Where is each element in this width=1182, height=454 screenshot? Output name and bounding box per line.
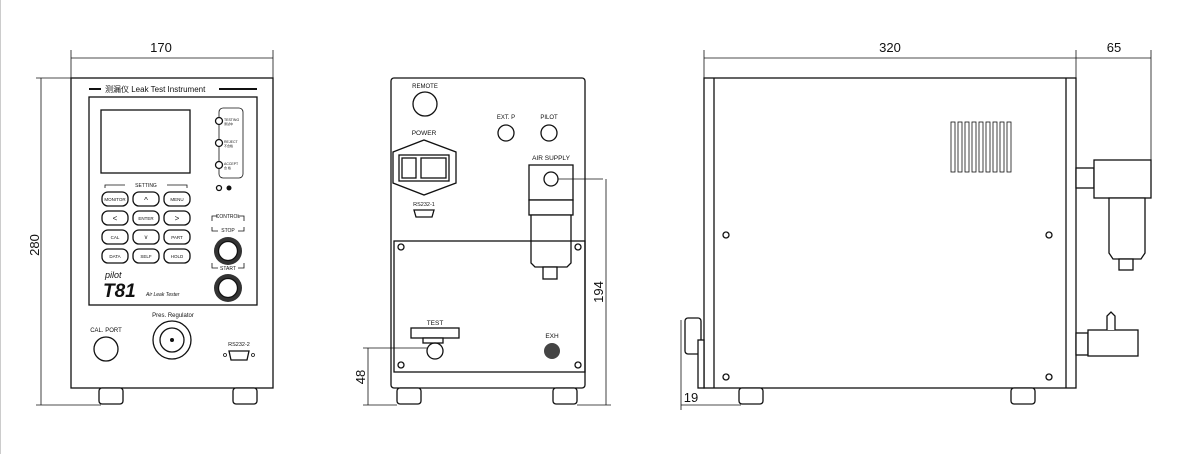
test-label: TEST xyxy=(427,320,444,327)
svg-text:ACCEPT: ACCEPT xyxy=(224,162,239,166)
side-regulator-knob xyxy=(684,317,702,355)
svg-text:MENU: MENU xyxy=(170,197,183,202)
rs232-2-label: RS232-2 xyxy=(228,342,250,348)
dim-front-height: 280 xyxy=(27,234,42,256)
side-housing xyxy=(703,77,1077,389)
svg-text:HOLD: HOLD xyxy=(171,254,184,259)
key-right[interactable]: > xyxy=(163,210,191,226)
dim-side-depth: 320 xyxy=(879,40,901,55)
key-menu[interactable]: MENU xyxy=(163,191,191,207)
dim-rear-height: 194 xyxy=(591,281,606,303)
lcd-screen xyxy=(100,109,191,174)
svg-text:CAL: CAL xyxy=(111,235,120,240)
power-inlet[interactable] xyxy=(392,139,457,196)
dim-filter-depth: 65 xyxy=(1107,40,1121,55)
stop-label: STOP xyxy=(221,228,235,234)
key-enter[interactable]: ENTER xyxy=(132,210,160,226)
pilot-port xyxy=(540,124,558,142)
model-subtitle: Air Leak Tester xyxy=(145,292,180,298)
setting-label: SETTING xyxy=(135,183,157,189)
power-label: POWER xyxy=(412,130,437,137)
front-view: 170 280 测漏仪 Leak Test Instrument TESTING… xyxy=(27,40,274,406)
key-left[interactable]: < xyxy=(101,210,129,226)
model-name: T81 xyxy=(103,281,136,302)
exhaust-port xyxy=(544,343,560,359)
ext-p-port xyxy=(497,124,515,142)
svg-text:PART: PART xyxy=(171,235,183,240)
key-data[interactable]: DATA xyxy=(101,248,129,264)
rs232-2-port xyxy=(223,350,255,361)
front-housing xyxy=(70,77,274,389)
key-part[interactable]: PART xyxy=(163,229,191,245)
control-label: CONTROL xyxy=(216,214,241,220)
exh-label: EXH xyxy=(545,333,559,340)
side-test-fitting xyxy=(1075,311,1139,357)
rear-subplate xyxy=(393,240,586,373)
svg-text:SELF: SELF xyxy=(140,254,152,259)
led-accept xyxy=(214,160,224,170)
start-label: START xyxy=(220,266,236,272)
air-supply-label: AIR SUPPLY xyxy=(532,155,570,162)
svg-text:测试中: 测试中 xyxy=(224,121,233,126)
cal-port[interactable] xyxy=(93,336,119,362)
vent-slots xyxy=(950,121,1012,173)
key-hold[interactable]: HOLD xyxy=(163,248,191,264)
foot xyxy=(232,387,258,405)
dim-front-width: 170 xyxy=(150,40,172,55)
rear-view: REMOTE EXT. P PILOT POWER RS232-1 AIR SU… xyxy=(353,77,611,406)
svg-text:ENTER: ENTER xyxy=(138,216,154,221)
key-up[interactable]: ^ xyxy=(132,191,160,207)
side-view: 320 65 19 xyxy=(680,40,1152,410)
pressure-regulator-knob[interactable] xyxy=(152,320,192,360)
cal-port-label: CAL. PORT xyxy=(90,328,122,334)
svg-text:合 格: 合 格 xyxy=(224,165,231,170)
key-self[interactable]: SELF xyxy=(132,248,160,264)
svg-text:v: v xyxy=(145,235,148,241)
key-down[interactable]: v xyxy=(132,229,160,245)
keypad: MONITOR ^ MENU < ENTER > CAL v PART DATA… xyxy=(101,191,191,264)
stop-button[interactable] xyxy=(214,237,242,265)
dim-knob-offset: 19 xyxy=(684,390,698,405)
remote-connector xyxy=(412,91,438,117)
regulator-label: Pres. Regulator xyxy=(152,313,194,319)
key-cal[interactable]: CAL xyxy=(101,229,129,245)
remote-label: REMOTE xyxy=(412,84,438,90)
rs232-1-port xyxy=(413,209,435,218)
test-port[interactable] xyxy=(410,327,460,360)
rs232-1-label: RS232-1 xyxy=(413,202,435,208)
side-air-filter xyxy=(1075,159,1152,271)
brand-logo: pilot xyxy=(104,270,122,280)
svg-text:REJECT: REJECT xyxy=(224,140,238,144)
led-testing xyxy=(214,116,224,126)
svg-text:TESTING: TESTING xyxy=(224,118,239,122)
start-button[interactable] xyxy=(214,274,242,302)
key-monitor[interactable]: MONITOR xyxy=(101,191,129,207)
svg-text:MONITOR: MONITOR xyxy=(104,197,126,202)
svg-text:不合格: 不合格 xyxy=(224,143,233,148)
foot xyxy=(98,387,124,405)
svg-text:>: > xyxy=(175,214,180,223)
ext-p-label: EXT. P xyxy=(497,115,515,121)
svg-text:<: < xyxy=(113,214,118,223)
led-reject xyxy=(214,138,224,148)
svg-text:^: ^ xyxy=(144,196,148,205)
front-header: 测漏仪 Leak Test Instrument xyxy=(105,84,206,94)
dim-test-port-height: 48 xyxy=(353,370,368,384)
svg-text:DATA: DATA xyxy=(109,254,120,259)
power-switch[interactable] xyxy=(401,157,417,179)
rear-housing xyxy=(390,77,586,389)
air-filter xyxy=(528,164,603,280)
pilot-label: PILOT xyxy=(540,115,558,121)
